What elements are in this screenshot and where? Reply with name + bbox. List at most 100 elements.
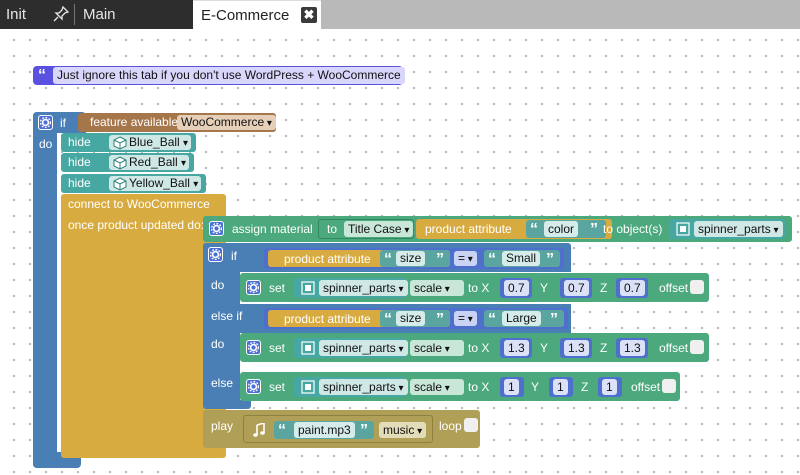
text-block[interactable]: “ size ” — [380, 250, 450, 268]
y-value[interactable]: 1.3 — [564, 340, 589, 356]
text-block[interactable]: “ color ” — [526, 220, 606, 238]
large-text[interactable]: Large — [502, 311, 541, 326]
property-dropdown[interactable]: scale — [410, 340, 464, 356]
condition-small-block[interactable]: product attribute “ size ” = “ Small ” — [264, 248, 564, 269]
gear-icon[interactable] — [246, 379, 261, 394]
number-block[interactable]: 0.7 — [616, 278, 648, 298]
play-sound-block[interactable]: play “ paint.mp3 ” music loop — [203, 410, 480, 448]
object-dropdown-red[interactable]: Red_Ball — [109, 155, 189, 170]
product-attribute-block[interactable]: product attribute “ size ” — [268, 310, 450, 328]
y-value[interactable]: 0.7 — [564, 280, 589, 296]
to-objects-label: to object(s) — [603, 222, 663, 236]
close-icon[interactable]: ✖ — [301, 7, 317, 23]
sound-file-block[interactable]: “ paint.mp3 ” music — [243, 415, 433, 443]
z-value[interactable]: 0.7 — [620, 280, 645, 296]
offset-checkbox[interactable] — [690, 340, 704, 354]
object-name: Blue_Ball — [129, 135, 180, 149]
gear-icon[interactable] — [209, 221, 224, 236]
z-value[interactable]: 1 — [602, 379, 617, 395]
quote-icon: “ — [384, 251, 392, 268]
quote-icon: ” — [546, 251, 554, 268]
product-attribute-block[interactable]: product attribute “ size ” — [268, 250, 450, 268]
hide-label: hide — [68, 176, 91, 190]
property-dropdown[interactable]: scale — [410, 280, 464, 296]
x-value[interactable]: 1 — [504, 379, 519, 395]
tab-ecommerce[interactable]: E-Commerce ✖ — [193, 0, 321, 29]
color-text[interactable]: color — [544, 221, 579, 237]
text-block[interactable]: “ Small ” — [484, 250, 560, 268]
set-label: set — [269, 281, 286, 295]
number-block[interactable]: 1.3 — [500, 338, 532, 358]
objects-dropdown[interactable]: spinner_parts — [319, 340, 408, 356]
y-value[interactable]: 1 — [553, 379, 568, 395]
sound-file-text[interactable]: paint.mp3 — [294, 422, 355, 438]
set-scale-block-large[interactable]: set spinner_parts scale to X 1.3 Y 1.3 Z… — [240, 333, 709, 362]
small-text[interactable]: Small — [502, 251, 541, 266]
number-block[interactable]: 0.7 — [560, 278, 592, 298]
objects-block[interactable]: spinner_parts — [294, 338, 408, 358]
connect-woocommerce-block[interactable] — [61, 194, 226, 458]
offset-checkbox[interactable] — [662, 379, 676, 393]
gear-icon[interactable] — [208, 247, 223, 262]
objects-block[interactable]: spinner_parts — [669, 219, 785, 239]
operator-dropdown[interactable]: = — [454, 251, 477, 266]
loop-checkbox[interactable] — [464, 418, 478, 432]
gear-icon[interactable] — [246, 340, 261, 355]
number-block[interactable]: 1 — [598, 377, 622, 397]
gear-icon[interactable] — [246, 280, 261, 295]
number-block[interactable]: 1.3 — [560, 338, 592, 358]
operator-dropdown[interactable]: = — [454, 311, 477, 326]
quote-icon: ” — [436, 251, 444, 268]
property-dropdown[interactable]: scale — [410, 379, 464, 395]
objects-block[interactable]: spinner_parts — [294, 278, 408, 298]
hide-block-red[interactable]: hide Red_Ball — [61, 153, 194, 172]
tab-bar-filler — [321, 0, 800, 29]
assign-material-block[interactable]: assign material to Title Case product at… — [203, 216, 792, 242]
text-block[interactable]: “ paint.mp3 ” — [274, 421, 374, 439]
size-text[interactable]: size — [396, 311, 426, 326]
x-value[interactable]: 1.3 — [504, 340, 529, 356]
size-text[interactable]: size — [396, 251, 426, 266]
object-dropdown-yellow[interactable]: Yellow_Ball — [109, 176, 201, 191]
number-block[interactable]: 1.3 — [616, 338, 648, 358]
set-scale-block-default[interactable]: set spinner_parts scale to X 1 Y 1 Z 1 o… — [240, 372, 680, 401]
number-block[interactable]: 0.7 — [500, 278, 532, 298]
quote-icon: “ — [278, 422, 286, 439]
feature-dropdown[interactable]: WooCommerce — [177, 115, 276, 130]
objects-dropdown[interactable]: spinner_parts — [319, 379, 408, 395]
if-block[interactable] — [33, 112, 57, 468]
number-block[interactable]: 1 — [500, 377, 524, 397]
text-block[interactable]: “ size ” — [380, 310, 450, 328]
case-block[interactable]: to Title Case — [318, 219, 414, 239]
comment-block[interactable]: “ Just ignore this tab if you don't use … — [33, 66, 405, 85]
number-block[interactable]: 1 — [549, 377, 573, 397]
y-label: Y — [540, 281, 549, 295]
pin-icon[interactable] — [52, 5, 70, 23]
offset-label: offset — [659, 281, 689, 295]
hide-block-yellow[interactable]: hide Yellow_Ball — [61, 174, 206, 193]
product-attribute-block[interactable]: product attribute “ color ” — [416, 219, 612, 239]
x-value[interactable]: 0.7 — [504, 280, 529, 296]
objects-dropdown[interactable]: spinner_parts — [694, 221, 783, 237]
objects-dropdown[interactable]: spinner_parts — [319, 280, 408, 296]
offset-label: offset — [631, 380, 661, 394]
z-value[interactable]: 1.3 — [620, 340, 645, 356]
object-dropdown-blue[interactable]: Blue_Ball — [109, 135, 191, 150]
tab-ecommerce-label: E-Commerce — [201, 6, 290, 24]
hide-block-blue[interactable]: hide Blue_Ball — [61, 133, 196, 152]
condition-large-block[interactable]: product attribute “ size ” = “ Large ” — [264, 308, 568, 329]
to-x-label: to X — [468, 380, 490, 394]
objects-block[interactable]: spinner_parts — [294, 377, 408, 397]
loop-label: loop — [439, 419, 462, 433]
tab-init[interactable]: Init — [0, 0, 74, 29]
feature-available-block[interactable]: feature available WooCommerce — [78, 113, 276, 132]
case-dropdown[interactable]: Title Case — [344, 221, 414, 237]
comment-text[interactable]: Just ignore this tab if you don't use Wo… — [53, 67, 405, 84]
text-block[interactable]: “ Large ” — [484, 310, 564, 328]
tab-main-label: Main — [83, 6, 116, 23]
sound-type-dropdown[interactable]: music — [379, 422, 427, 438]
set-scale-block-small[interactable]: set spinner_parts scale to X 0.7 Y 0.7 Z… — [240, 273, 709, 302]
gear-icon[interactable] — [38, 115, 53, 130]
offset-checkbox[interactable] — [690, 280, 704, 294]
tab-main[interactable]: Main — [75, 0, 193, 29]
